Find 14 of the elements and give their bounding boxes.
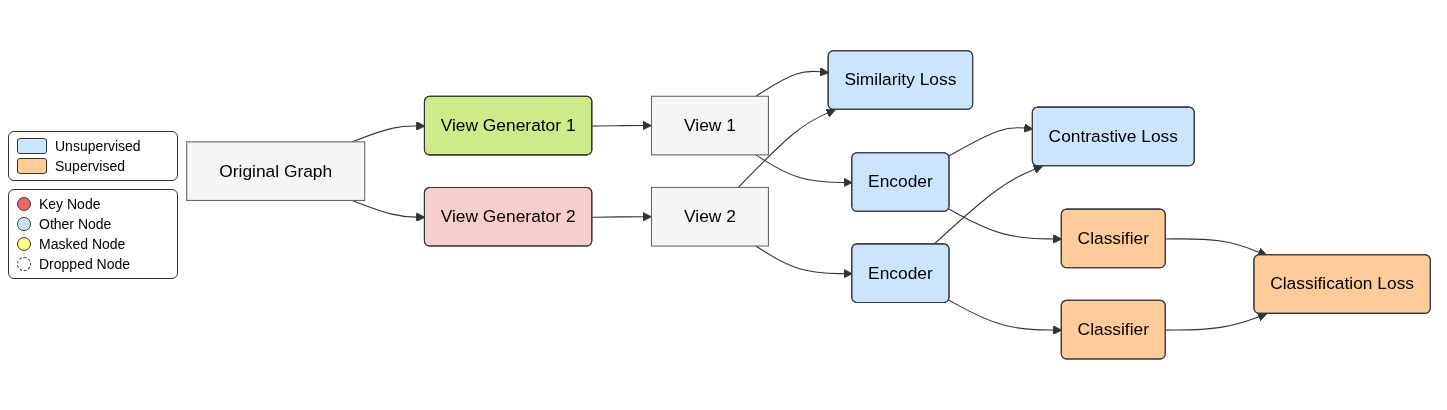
node-box: View 1 [650, 95, 769, 156]
node-box: Original Graph [186, 141, 366, 202]
arrow [933, 165, 1044, 246]
legend-label: Other Node [39, 216, 112, 232]
node-box: View 2 [650, 187, 769, 247]
arrow [591, 121, 652, 131]
legend-label: Dropped Node [39, 256, 131, 272]
arrow [737, 109, 836, 189]
arrow [1165, 312, 1268, 331]
legend-label: Unsupervised [55, 138, 141, 154]
legend-label: Supervised [55, 158, 126, 174]
arrow [591, 212, 652, 222]
legend-label: Masked Node [39, 236, 126, 252]
legend-label: Key Node [39, 196, 101, 212]
